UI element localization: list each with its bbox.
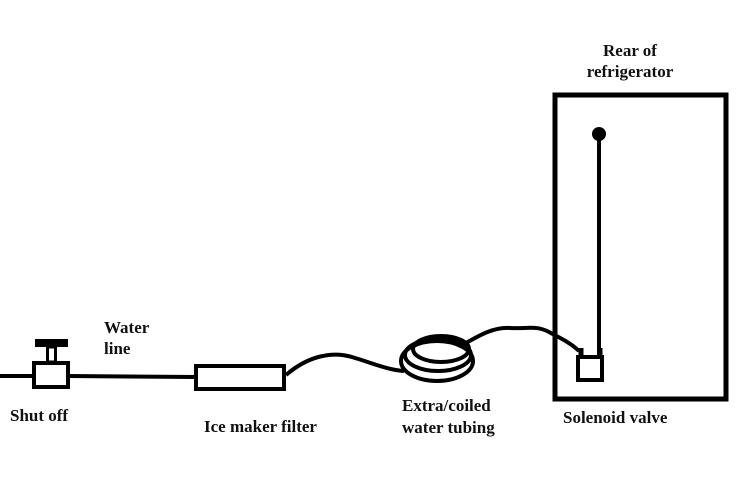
tubing-coil-to-valve-shape [465,325,581,353]
tubing-filter-to-coil-shape [284,352,405,377]
label-shut-off: Shut off [10,406,69,425]
label-ice-maker-filter: Ice maker filter [204,417,317,436]
label-extra-coiled-tubing: Extra/coiled water tubing [402,396,495,437]
pipe-end-dot [592,127,606,141]
refrigerator-inlet-pipe-shape [592,127,606,356]
label-solenoid-valve: Solenoid valve [563,408,668,427]
label-rear-of-refrigerator: Rear of refrigerator [586,41,674,81]
ice-maker-filter-shape [194,364,286,391]
coiled-tubing-shape [399,334,475,383]
solenoid-valve-shape [576,348,604,382]
shut-off-valve-shape [32,339,70,389]
water-line-shape [0,374,197,379]
label-water-line: Water line [104,318,150,358]
